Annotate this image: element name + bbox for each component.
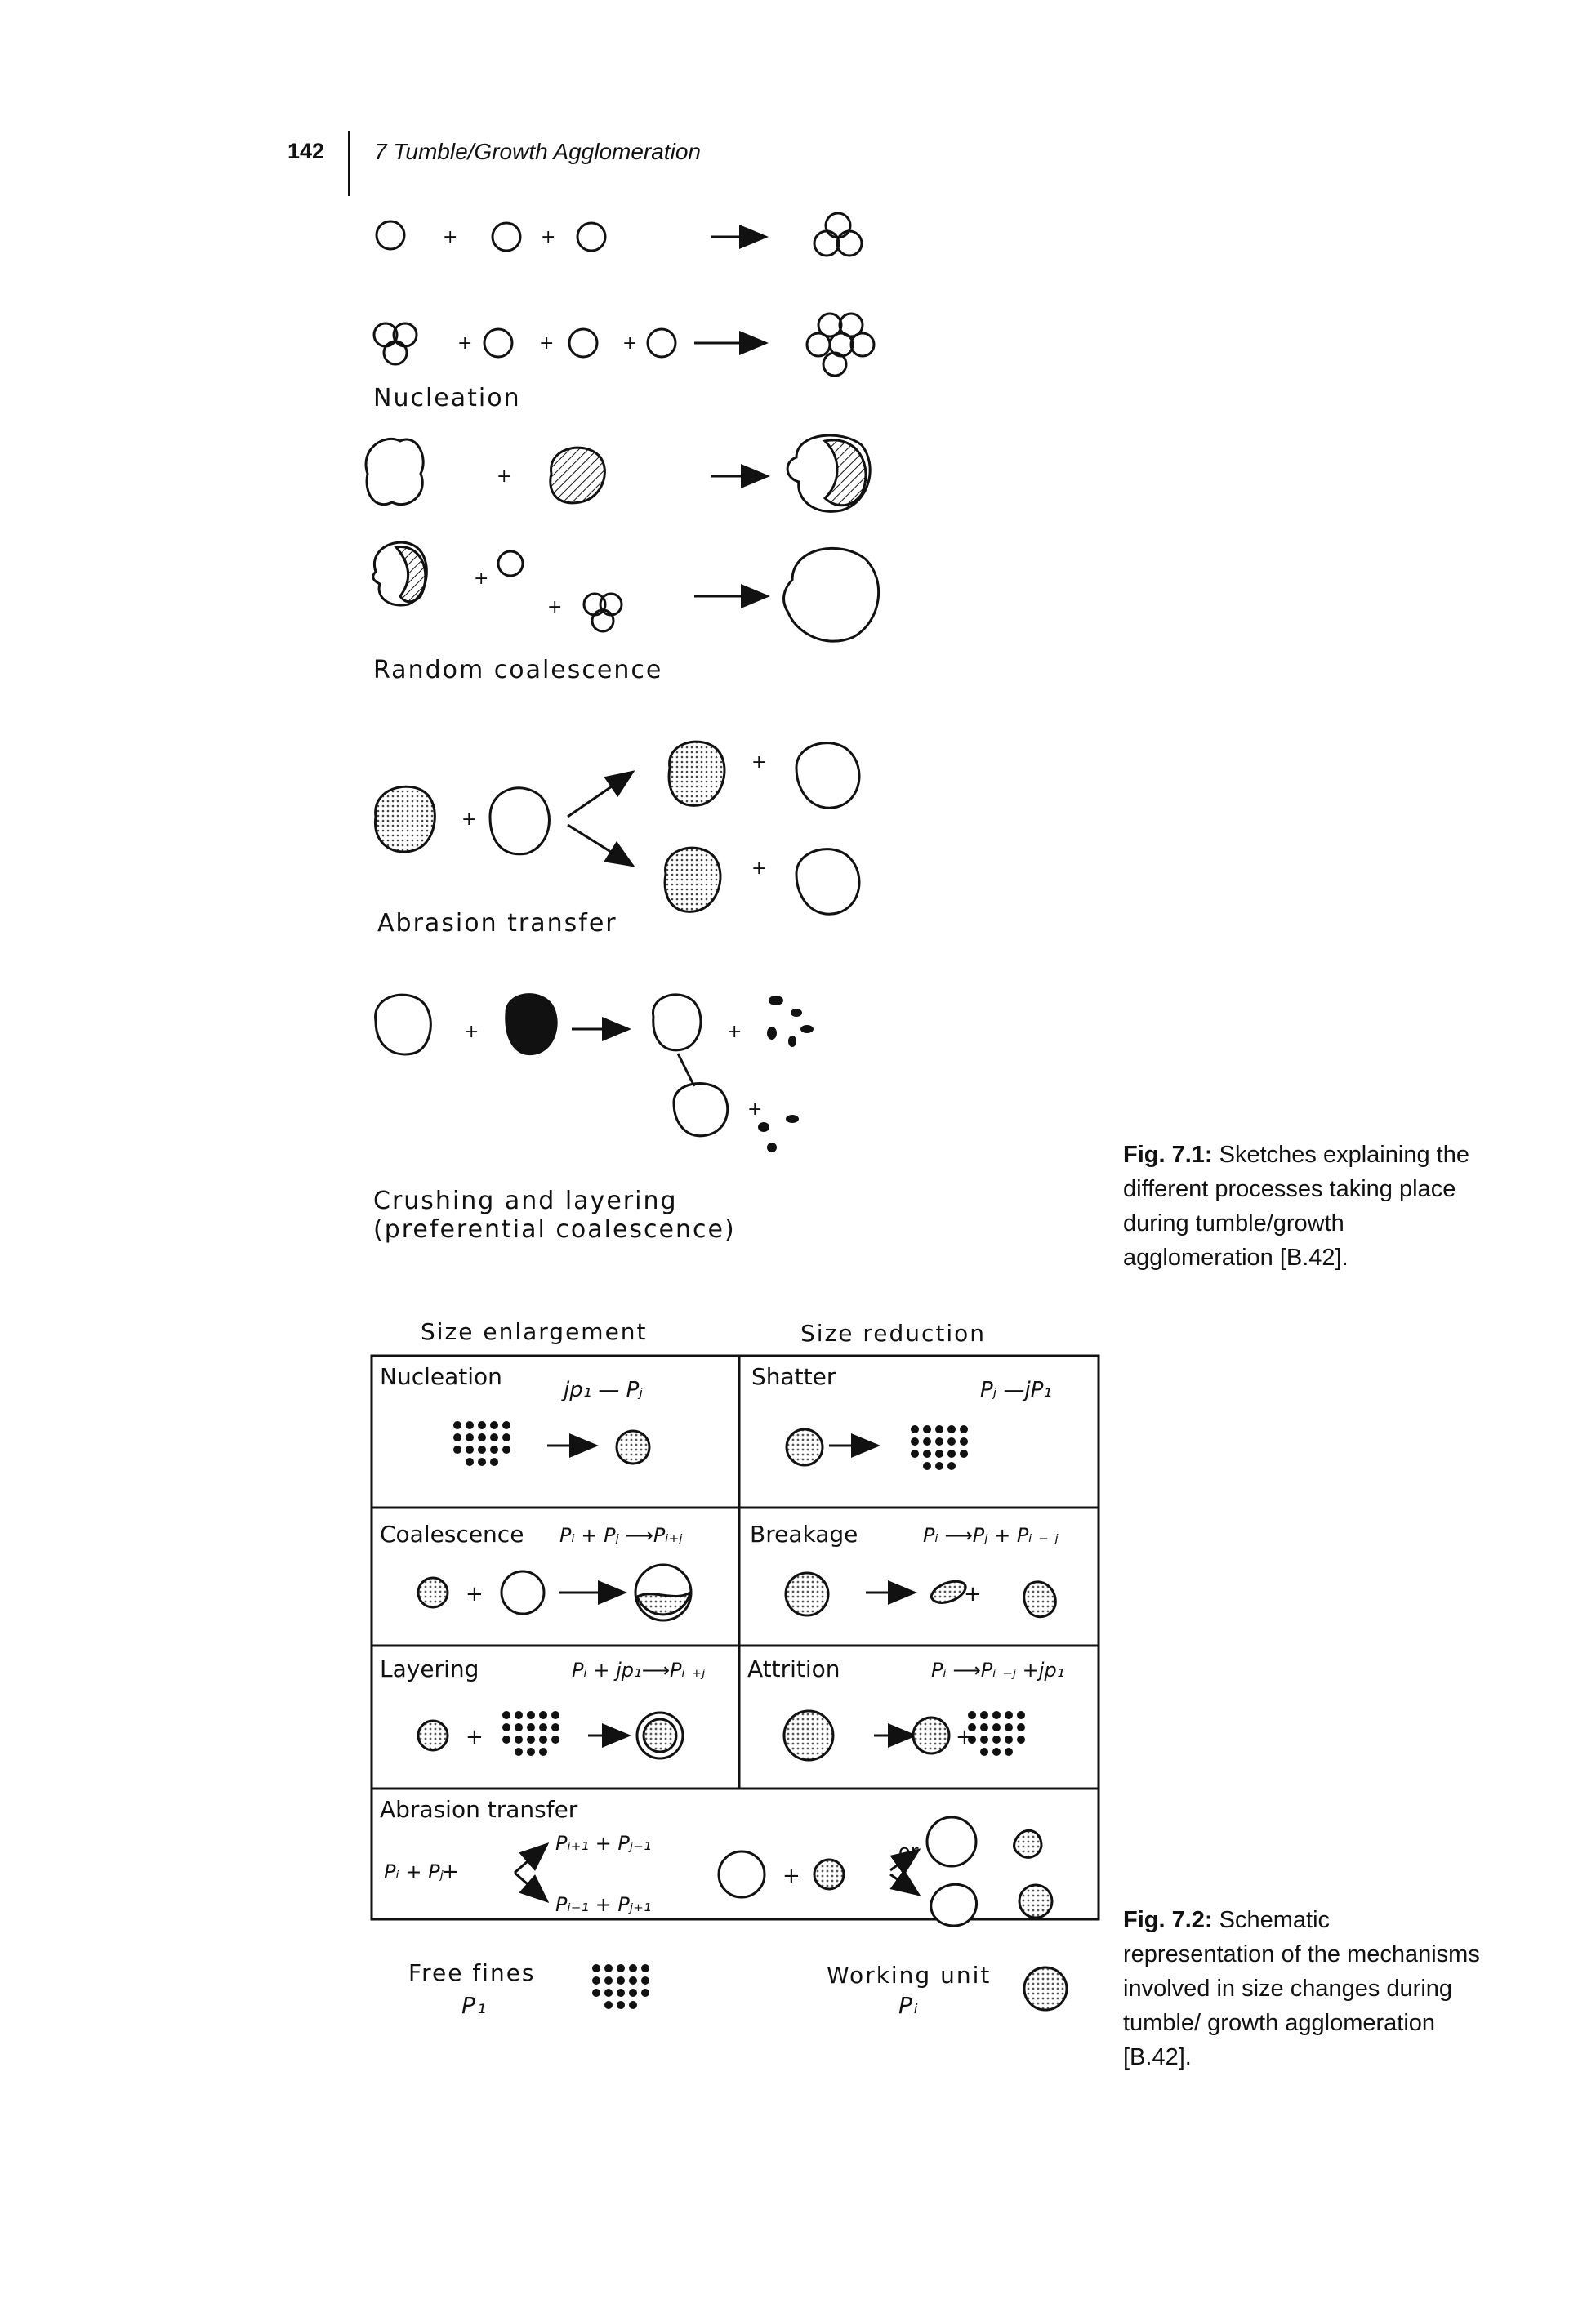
plus-sign: + <box>464 1022 479 1042</box>
particle <box>375 220 406 251</box>
plus-sign: + <box>622 333 637 354</box>
plus-sign: + <box>461 809 476 830</box>
particle <box>576 221 607 252</box>
plus-sign: + <box>443 227 457 247</box>
plus-sign: + <box>466 1582 484 1606</box>
cell-title-breakage: Breakage <box>750 1521 858 1548</box>
cell-formula-attrition: Pᵢ ⟶Pᵢ ₋ⱼ +jp₁ <box>931 1659 1064 1682</box>
abrasion-bottom: Pᵢ₋₁ + Pⱼ₊₁ <box>555 1893 651 1916</box>
legend-fines-symbol: P₁ <box>461 1992 488 2019</box>
plus-sign: + <box>441 1860 459 1884</box>
header-size-enlargement: Size enlargement <box>421 1318 648 1345</box>
header-divider <box>348 131 350 196</box>
cell-title-abrasion: Abrasion transfer <box>380 1796 578 1823</box>
particle <box>491 221 522 252</box>
figure-7-2: Size enlargement Size reduction Nucleati… <box>370 1318 1100 2019</box>
label-random-coalescence: Random coalescence <box>373 656 662 684</box>
agglomerate <box>364 437 425 506</box>
legend-fines-label: Free fines <box>408 1959 536 1986</box>
cell-title-layering: Layering <box>380 1655 479 1682</box>
abrasion-lhs: Pᵢ + Pⱼ <box>384 1860 444 1883</box>
plus-sign: + <box>964 1582 982 1606</box>
plus-sign: + <box>539 333 554 354</box>
label-abrasion-transfer: Abrasion transfer <box>377 909 617 938</box>
plus-sign: + <box>747 1099 762 1120</box>
plus-sign: + <box>782 1864 800 1888</box>
caption-label: Fig. 7.2: <box>1123 1907 1213 1933</box>
cell-title-shatter: Shatter <box>751 1363 836 1390</box>
abrasion-top: Pᵢ₊₁ + Pⱼ₋₁ <box>555 1832 651 1855</box>
plus-sign: + <box>457 333 472 354</box>
plus-sign: + <box>751 752 766 773</box>
cell-formula-layering: Pᵢ + jp₁⟶Pᵢ ₊ⱼ <box>572 1659 706 1682</box>
plus-sign: + <box>956 1725 974 1749</box>
chapter-title: 7 Tumble/Growth Agglomeration <box>374 139 701 164</box>
caption-label: Fig. 7.1: <box>1123 1142 1213 1168</box>
cell-title-nucleation: Nucleation <box>380 1363 502 1390</box>
cell-formula-breakage: Pᵢ ⟶Pⱼ + Pᵢ ₋ ⱼ <box>923 1524 1059 1547</box>
figure-7-2-caption: Fig. 7.2: Schematic representation of th… <box>1123 1903 1482 2074</box>
plus-sign: + <box>497 466 511 487</box>
plus-sign: + <box>547 597 562 617</box>
cell-formula-shatter: Pⱼ —jP₁ <box>980 1378 1052 1402</box>
caption-text: Schematic representation of the mechanis… <box>1123 1907 1480 2070</box>
label-crushing-line2: (preferential coalescence) <box>373 1215 736 1244</box>
legend-unit-label: Working unit <box>827 1962 991 1989</box>
plus-sign: + <box>466 1725 484 1749</box>
legend-unit-symbol: Pᵢ <box>898 1992 920 2019</box>
caption-text: Sketches explaining the different proces… <box>1123 1142 1469 1271</box>
plus-sign: + <box>541 227 555 247</box>
page-number: 142 <box>288 139 325 163</box>
cell-formula-coalescence: Pᵢ + Pⱼ ⟶Pᵢ₊ⱼ <box>559 1524 683 1547</box>
cell-title-attrition: Attrition <box>747 1655 840 1682</box>
figure-7-1-caption: Fig. 7.1: Sketches explaining the differ… <box>1123 1138 1482 1275</box>
figure-7-1: + + + + + + + + + + + + + + Nucleation R… <box>364 212 880 1244</box>
header-size-reduction: Size reduction <box>800 1320 986 1347</box>
plus-sign: + <box>474 568 488 589</box>
fines-grid <box>453 1421 510 1466</box>
plus-sign: + <box>727 1022 742 1042</box>
plus-sign: + <box>751 858 766 879</box>
label-crushing-line1: Crushing and layering <box>373 1187 678 1215</box>
label-nucleation: Nucleation <box>373 384 521 412</box>
cell-formula-nucleation: jp₁ — Pⱼ <box>561 1378 643 1402</box>
cell-title-coalescence: Coalescence <box>380 1521 524 1548</box>
